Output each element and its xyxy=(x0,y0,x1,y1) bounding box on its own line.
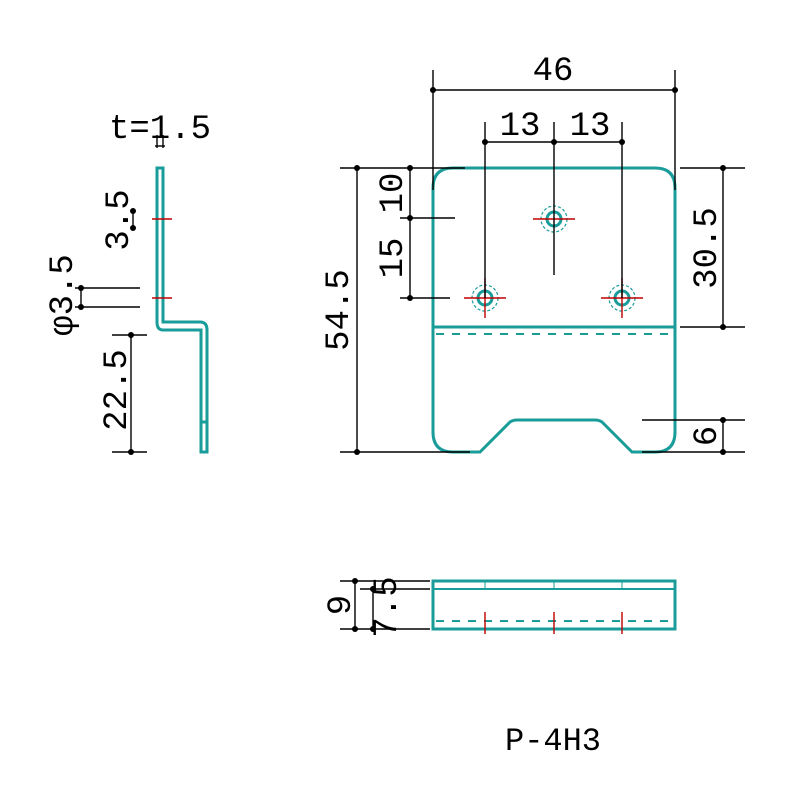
part-number: P-4H3 xyxy=(505,723,601,760)
hole-diameter-label: φ3.5 xyxy=(45,254,83,336)
lower-leg-label: 22.5 xyxy=(99,349,137,431)
front-view: 46 13 13 54.5 10 15 30.5 xyxy=(321,53,745,455)
dim-notch-label: 6 xyxy=(689,426,727,446)
bottom-depth-label: 9 xyxy=(323,595,361,615)
dim-height-label: 54.5 xyxy=(321,269,359,351)
dim-fold-label: 30.5 xyxy=(689,207,727,289)
dim-pitch-left-label: 13 xyxy=(500,108,541,146)
thickness-label: t=1.5 xyxy=(109,111,211,149)
bottom-inner-label: 7.5 xyxy=(369,576,407,637)
dim-notch: 6 xyxy=(642,417,745,455)
side-profile xyxy=(155,166,209,454)
dim-height: 54.5 xyxy=(321,165,470,455)
dim-top-offset-label: 10 xyxy=(375,173,413,214)
dim-hole-pitch: 13 13 xyxy=(482,108,625,298)
bottom-view: 9 7.5 xyxy=(323,576,677,638)
side-offset-label: 3.5 xyxy=(101,189,139,250)
dim-width-label: 46 xyxy=(533,53,574,91)
dim-fold-height: 30.5 xyxy=(680,165,745,330)
dim-width: 46 xyxy=(430,53,678,190)
side-view: t=1.5 3.5 φ3.5 22.5 xyxy=(45,111,211,455)
dim-pitch-right-label: 13 xyxy=(570,108,611,146)
dim-hole-offsets: 10 15 xyxy=(375,165,455,301)
dim-row-spacing-label: 15 xyxy=(375,238,413,279)
